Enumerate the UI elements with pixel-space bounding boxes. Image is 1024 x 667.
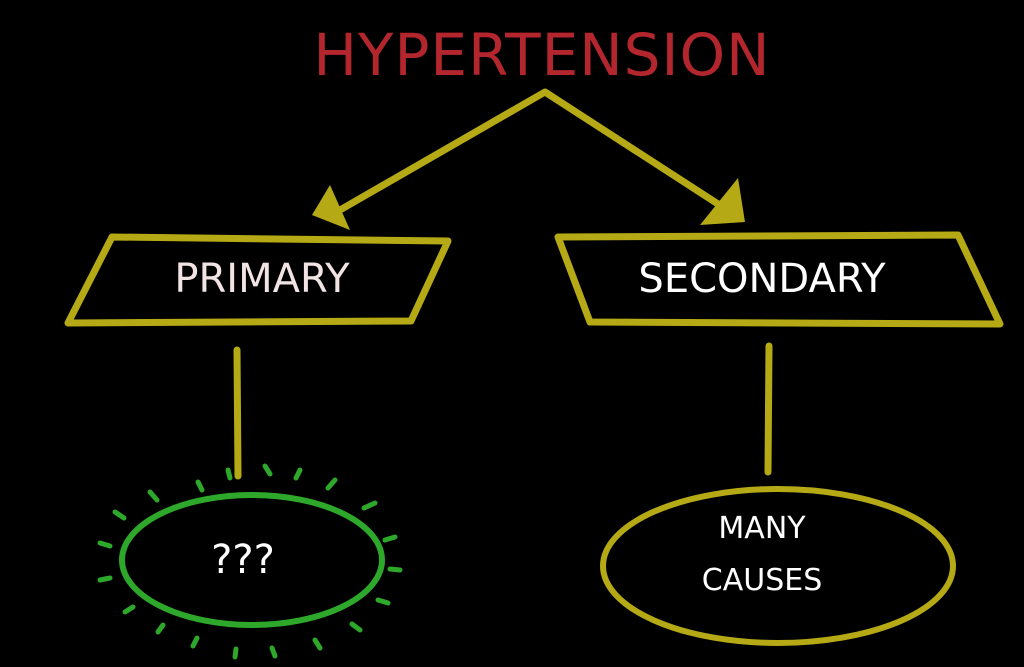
primary-connector bbox=[233, 346, 242, 480]
primary-box bbox=[64, 233, 452, 327]
primary-label: PRIMARY bbox=[174, 256, 350, 302]
connector-arrows bbox=[233, 88, 773, 480]
branch-arrows bbox=[336, 88, 739, 219]
secondary-cause-line1: MANY bbox=[718, 511, 806, 546]
arrowhead-right-icon bbox=[700, 178, 745, 225]
primary-cause: ??? bbox=[211, 537, 275, 583]
arrowhead-left-icon bbox=[312, 185, 350, 230]
highlight-rays bbox=[97, 463, 403, 660]
secondary-cause-ellipse bbox=[600, 486, 956, 646]
primary-cause-ellipse bbox=[119, 492, 385, 628]
secondary-connector bbox=[764, 342, 773, 476]
diagram-title: HYPERTENSION bbox=[313, 21, 770, 89]
secondary-box bbox=[554, 231, 1004, 328]
secondary-cause-line2: CAUSES bbox=[702, 563, 822, 598]
secondary-label: SECONDARY bbox=[638, 256, 886, 302]
